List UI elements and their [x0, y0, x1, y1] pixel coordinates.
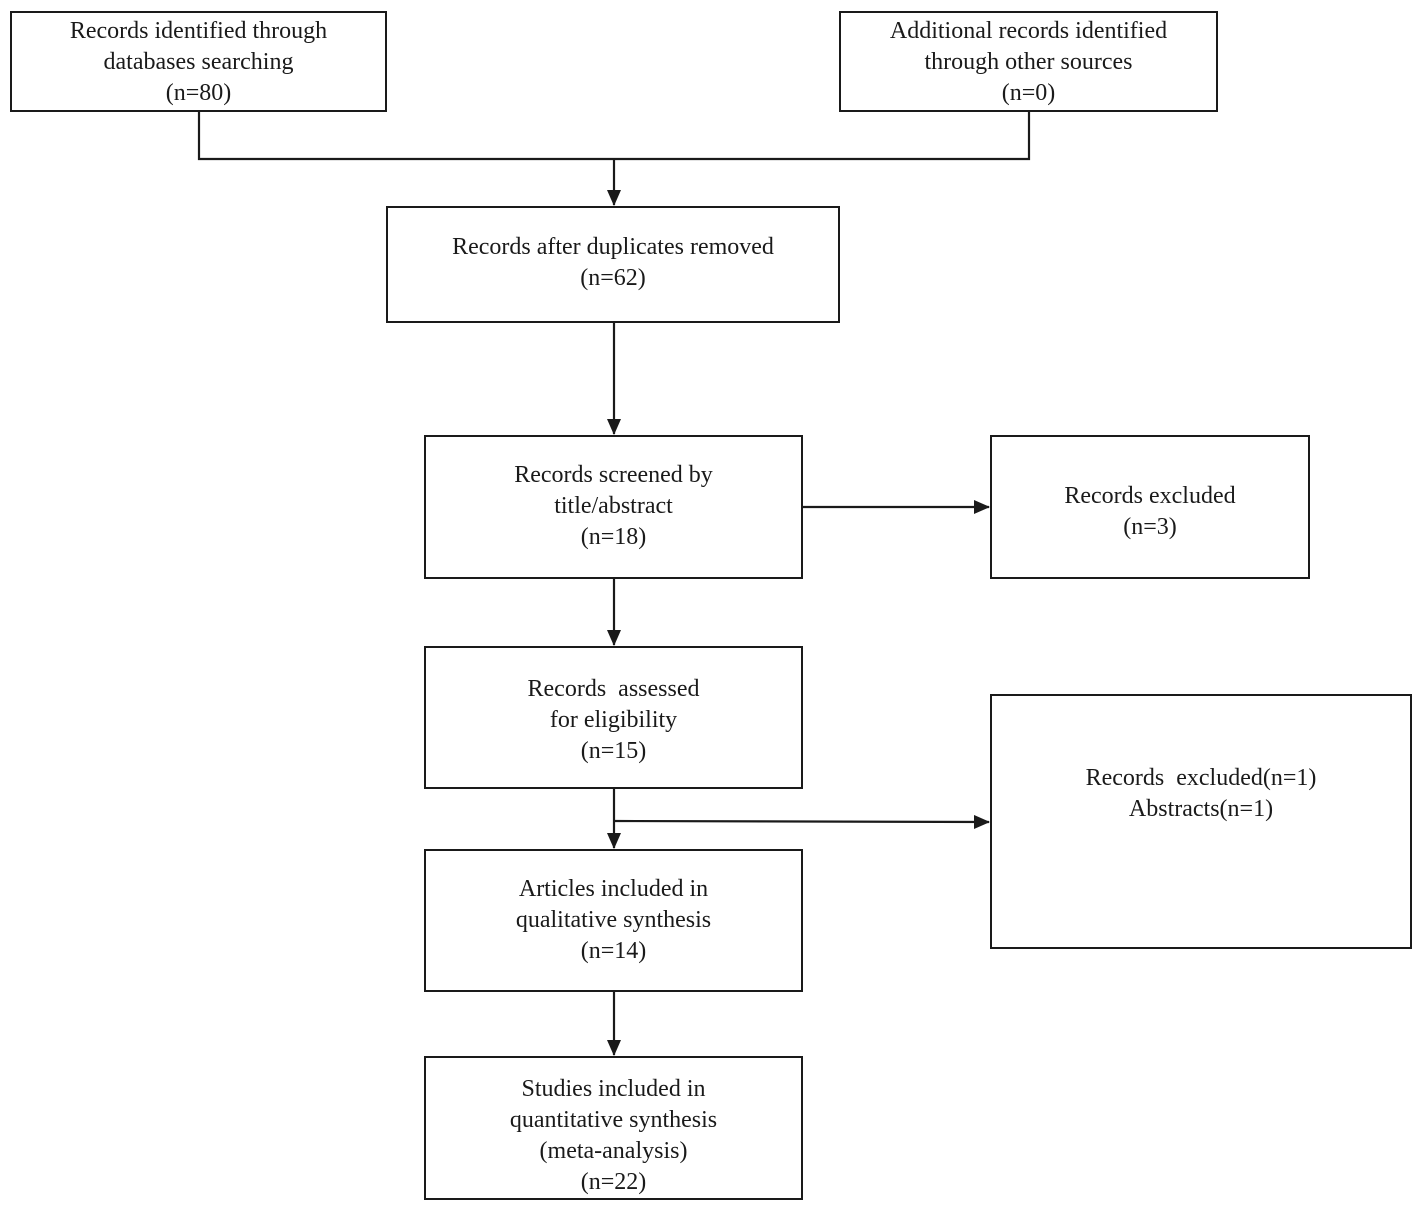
excluded-screening-box: Records excluded (n=3) [990, 435, 1310, 579]
box-count: (n=0) [1001, 80, 1056, 106]
box-label: Records assessed [527, 676, 700, 702]
box-label: Records identified through [69, 18, 328, 44]
box-label: title/abstract [554, 493, 673, 519]
assessed-eligibility-box: Records assessed for eligibility (n=15) [424, 646, 803, 789]
merge-connector [197, 112, 1031, 161]
box-label: Records excluded(n=1) [1085, 765, 1317, 791]
box-label: Additional records identified [889, 18, 1168, 44]
qualitative-synthesis-box: Articles included in qualitative synthes… [424, 849, 803, 992]
box-label: (meta-analysis) [539, 1138, 688, 1164]
excluded-eligibility-box: Records excluded(n=1) Abstracts(n=1) [990, 694, 1412, 949]
box-count: (n=62) [580, 265, 646, 291]
box-count: (n=80) [165, 80, 232, 106]
box-label: for eligibility [549, 707, 678, 733]
box-label: quantitative synthesis [509, 1107, 718, 1133]
screened-box: Records screened by title/abstract (n=18… [424, 435, 803, 579]
box-label: Abstracts(n=1) [1128, 796, 1274, 822]
box-label: qualitative synthesis [515, 907, 712, 933]
box-count: (n=18) [580, 524, 647, 550]
box-label: Studies included in [521, 1076, 706, 1102]
arrow-to-excluded-eligibility [613, 814, 990, 829]
box-count: (n=22) [580, 1169, 647, 1195]
other-sources-box: Additional records identified through ot… [839, 11, 1218, 112]
box-count: (n=14) [580, 938, 647, 964]
box-label: Records after duplicates removed [452, 234, 774, 260]
box-label: databases searching [103, 49, 294, 75]
after-duplicates-box: Records after duplicates removed (n=62) [386, 206, 840, 323]
box-label: Articles included in [518, 876, 709, 902]
box-label: Records excluded [1064, 483, 1236, 509]
box-count: (n=3) [1123, 514, 1177, 540]
box-label: through other sources [924, 49, 1133, 75]
database-records-box: Records identified through databases sea… [10, 11, 387, 112]
box-count: (n=15) [580, 738, 647, 764]
box-label: Records screened by [514, 462, 713, 488]
quantitative-synthesis-box: Studies included in quantitative synthes… [424, 1056, 803, 1200]
